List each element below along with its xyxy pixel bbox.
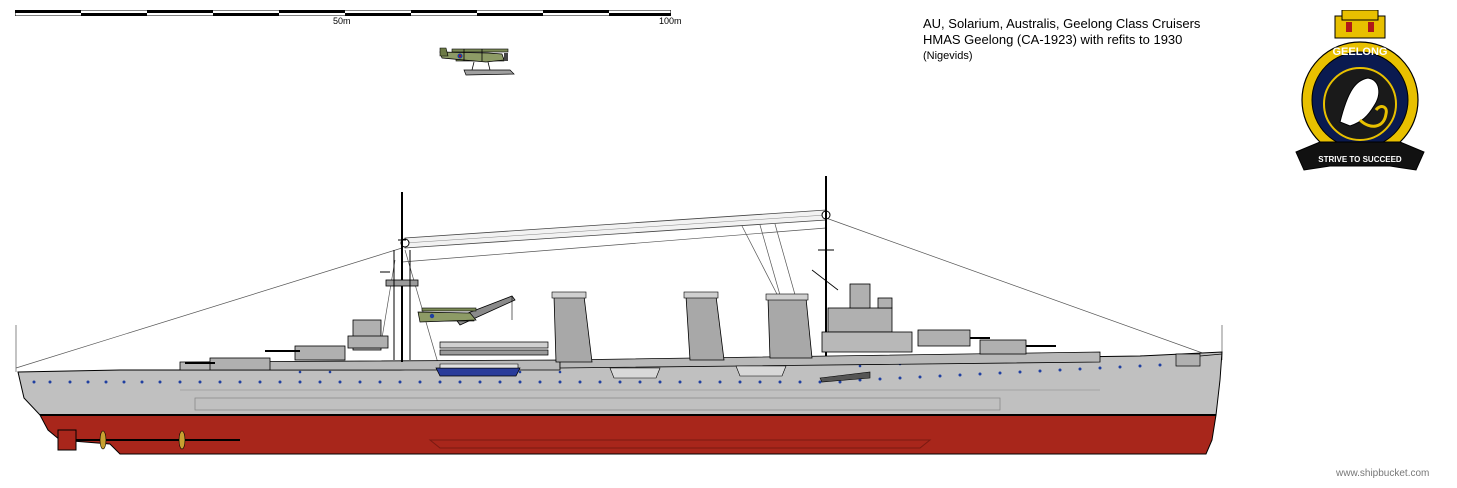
scale-label-100m: 100m [659,16,682,26]
fore-mast [380,192,419,362]
portholes [32,356,1162,384]
catapult-seaplane-icon [417,307,477,323]
title-line-3: (Nigevids) [923,50,973,62]
title-block: AU, Solarium, Australis, Geelong Class C… [923,16,1200,64]
propellers [57,429,240,451]
aft-turrets [917,329,1056,355]
aft-superstructure [821,283,913,353]
crane [439,295,549,356]
rigging [15,217,1223,372]
seaplane-icon [439,47,515,76]
crest-motto: STRIVE TO SUCCEED [1318,155,1402,164]
title-line-2: HMAS Geelong (CA-1923) with refits to 19… [923,32,1183,47]
scale-label-50m: 50m [333,16,351,26]
hull-lower [39,414,1217,455]
aerial-spreader [400,209,831,249]
crest-name: GEELONG [1332,46,1387,58]
boats [435,363,871,383]
main-mast [811,176,839,356]
funnels [551,291,813,363]
forward-turrets [185,319,389,371]
ship-crest: GEELONG STRIVE TO SUCCEED [1295,10,1425,171]
stern-fittings [1175,353,1223,367]
watermark: www.shipbucket.com [1336,468,1430,479]
scale-bar [15,10,671,16]
title-line-1: AU, Solarium, Australis, Geelong Class C… [923,16,1201,31]
